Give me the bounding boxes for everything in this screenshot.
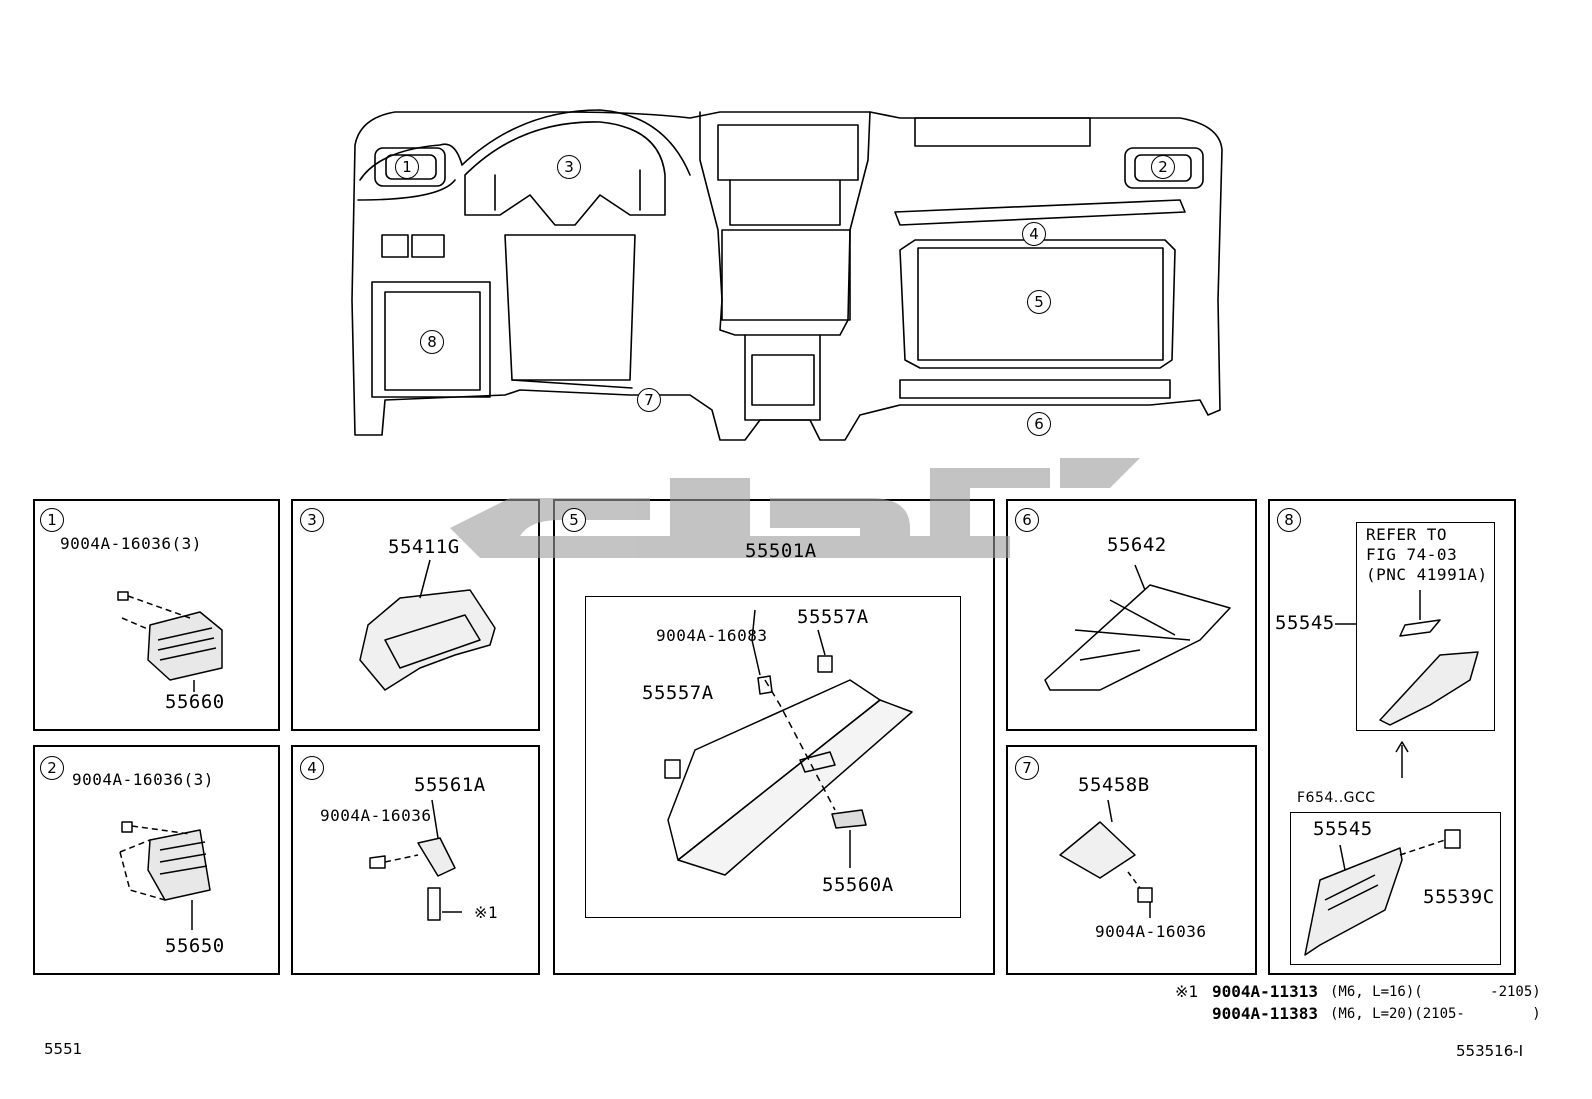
panel-2-number: 2 (40, 756, 64, 780)
note-line1-part: 9004A-11313 (1212, 982, 1318, 1001)
p8-part-side-label: 55539C (1423, 886, 1495, 908)
note-mark: ※1 (1175, 982, 1199, 1001)
watermark-logo (450, 458, 1140, 558)
panel-6-number: 6 (1015, 508, 1039, 532)
panel-8-detail-box (1290, 812, 1501, 965)
panel-3 (291, 499, 540, 731)
panel-5-number: 5 (562, 508, 586, 532)
callout-7: 7 (637, 388, 661, 412)
p4-note-mark: ※1 (474, 903, 499, 922)
callout-8: 8 (420, 330, 444, 354)
p4-part-label: 55561A (414, 774, 486, 796)
p8-part-bottom-label: 55545 (1313, 818, 1373, 840)
panel-2 (33, 745, 280, 975)
p1-bolt-label: 9004A-16036(3) (60, 534, 202, 553)
panel-8-number: 8 (1277, 508, 1301, 532)
p5-latch-label: 55560A (822, 874, 894, 896)
p3-part-label: 55411G (388, 536, 460, 558)
p7-bolt-label: 9004A-16036 (1095, 922, 1207, 941)
p8-part-top-label: 55545 (1275, 612, 1335, 634)
p5-bolt-label: 9004A-16083 (656, 626, 768, 645)
p7-part-label: 55458B (1078, 774, 1150, 796)
p6-part-label: 55642 (1107, 534, 1167, 556)
callout-5: 5 (1027, 290, 1051, 314)
panel-7-number: 7 (1015, 756, 1039, 780)
panel-3-number: 3 (300, 508, 324, 532)
p5-lamp-left-label: 55557A (642, 682, 714, 704)
callout-3: 3 (557, 155, 581, 179)
panel-4 (291, 745, 540, 975)
p8-code-label: F654..GCC (1297, 790, 1376, 806)
note-line2-part: 9004A-11383 (1212, 1004, 1318, 1023)
note-line1-spec: (M6, L=16)( -2105) (1330, 984, 1541, 1000)
p8-refer-line2: FIG 74-03 (1366, 545, 1458, 564)
panel-5-inset (585, 596, 961, 918)
p8-refer-line1: REFER TO (1366, 525, 1448, 544)
note-line2-spec: (M6, L=20)(2105- ) (1330, 1006, 1541, 1022)
p8-refer-line3: (PNC 41991A) (1366, 565, 1488, 584)
p4-bolt-label: 9004A-16036 (320, 806, 432, 825)
footer-left-code: 5551 (44, 1040, 83, 1058)
panel-1 (33, 499, 280, 731)
p2-bolt-label: 9004A-16036(3) (72, 770, 214, 789)
callout-1: 1 (395, 155, 419, 179)
p2-part-label: 55650 (165, 935, 225, 957)
panel-8 (1268, 499, 1516, 975)
panel-6 (1006, 499, 1257, 731)
p5-main-label: 55501A (745, 540, 817, 562)
callout-6: 6 (1027, 412, 1051, 436)
callout-2: 2 (1151, 155, 1175, 179)
panel-8-refer-box (1356, 522, 1495, 731)
footer-right-code: 553516-I (1456, 1042, 1524, 1060)
p5-lamp-right-label: 55557A (797, 606, 869, 628)
panel-4-number: 4 (300, 756, 324, 780)
callout-4: 4 (1022, 222, 1046, 246)
panel-1-number: 1 (40, 508, 64, 532)
p1-part-label: 55660 (165, 691, 225, 713)
panel-7 (1006, 745, 1257, 975)
